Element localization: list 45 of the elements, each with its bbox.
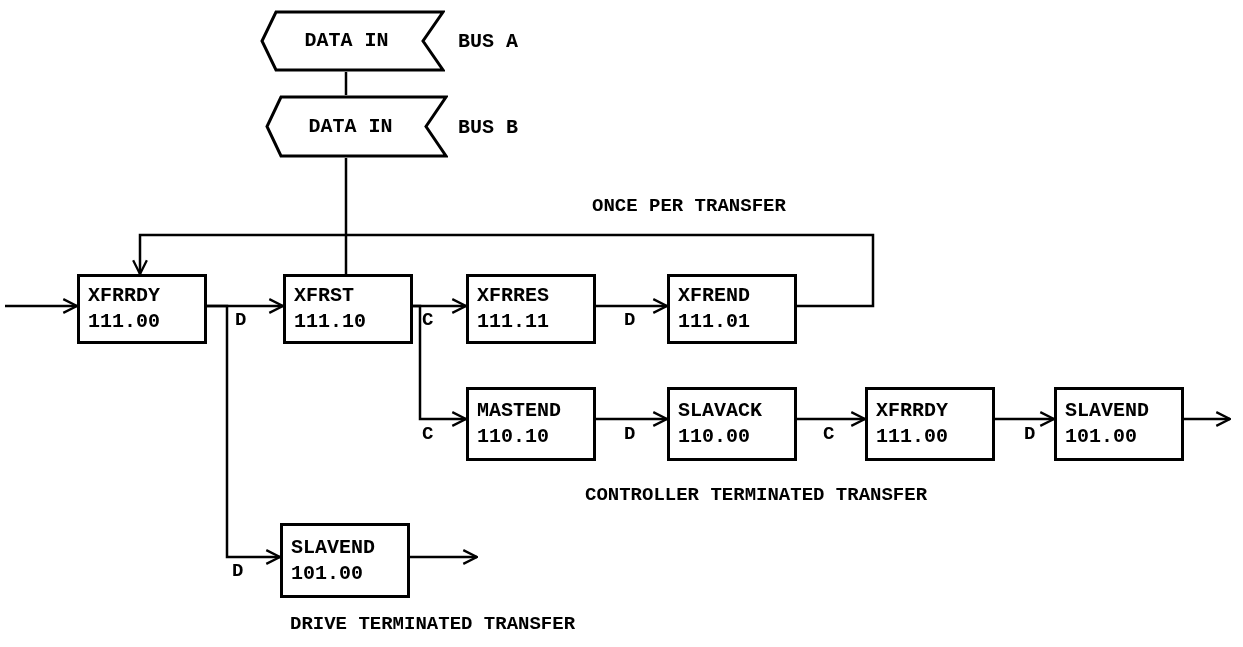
state-box [466, 274, 596, 344]
state-code: 101.00 [1065, 424, 1138, 450]
section-caption: DRIVE TERMINATED TRANSFER [290, 612, 576, 637]
connector-arrow [596, 411, 669, 427]
state-name: XFREND [678, 283, 751, 309]
connector-arrow [413, 304, 468, 427]
state-code: 110.10 [477, 424, 550, 450]
state-code: 111.00 [88, 309, 161, 335]
state-code: 110.00 [678, 424, 751, 450]
bus-label: BUS A [458, 29, 518, 55]
section-caption: CONTROLLER TERMINATED TRANSFER [585, 483, 928, 508]
state-box [280, 523, 410, 598]
state-code: 111.10 [294, 309, 367, 335]
state-code: 111.11 [477, 309, 550, 335]
bus-label: BUS B [458, 115, 518, 141]
state-name: XFRRES [477, 283, 550, 309]
connector-arrow [132, 233, 875, 308]
state-name: SLAVEND [291, 534, 376, 561]
state-code: 111.00 [876, 424, 949, 450]
state-name: MASTEND [477, 398, 562, 424]
connector-arrow [797, 411, 867, 427]
state-code: 101.00 [291, 560, 364, 587]
state-name: XFRRDY [88, 283, 161, 309]
data-input-flag [260, 10, 445, 72]
connector-arrow [1184, 411, 1232, 427]
connector-arrow [5, 298, 79, 314]
state-box [77, 274, 207, 344]
state-name: XFRRDY [876, 398, 949, 424]
connector-arrow [410, 549, 479, 565]
state-box [667, 387, 797, 461]
connector-arrow [596, 298, 669, 314]
state-box [283, 274, 413, 344]
state-code: 111.01 [678, 309, 751, 335]
state-name: SLAVEND [1065, 398, 1150, 424]
state-name: SLAVACK [678, 398, 763, 424]
flag-label: DATA IN [304, 28, 390, 54]
state-box [466, 387, 596, 461]
state-name: XFRST [294, 283, 355, 309]
state-box [865, 387, 995, 461]
data-input-flag [265, 95, 448, 158]
connector-arrow [995, 411, 1056, 427]
flag-label: DATA IN [308, 113, 394, 140]
connector-arrow [207, 304, 282, 565]
state-box [667, 274, 797, 344]
state-box [1054, 387, 1184, 461]
